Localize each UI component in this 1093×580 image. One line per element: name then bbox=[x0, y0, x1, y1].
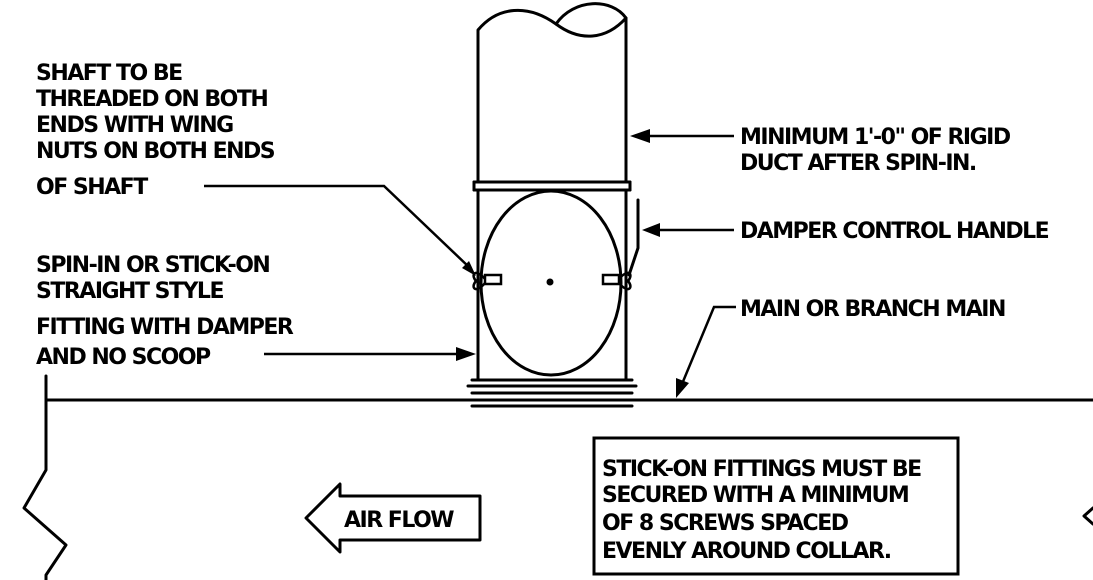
air-flow-label: AIR FLOW bbox=[344, 508, 454, 533]
fitting-note: SPIN-IN OR STICK-ON STRAIGHT STYLE FITTI… bbox=[36, 253, 295, 370]
fitting-note-line: AND NO SCOOP bbox=[36, 345, 211, 370]
rigid-duct-note-line: MINIMUM 1'-0" OF RIGID bbox=[740, 125, 1011, 150]
damper-blade bbox=[479, 189, 623, 377]
stick-on-note-line: EVENLY AROUND COLLAR. bbox=[602, 539, 891, 564]
shaft-note-line: SHAFT TO BE bbox=[36, 61, 182, 86]
damper-handle-leader bbox=[642, 223, 734, 237]
shaft-note-line: THREADED ON BOTH bbox=[36, 87, 267, 112]
stick-on-note-line: SECURED WITH A MINIMUM bbox=[602, 483, 908, 508]
shaft-note-leader bbox=[204, 184, 476, 276]
fitting-note-line: STRAIGHT STYLE bbox=[36, 279, 223, 304]
stick-on-note-line: STICK-ON FITTINGS MUST BE bbox=[602, 457, 921, 482]
air-flow-arrow: AIR FLOW bbox=[304, 482, 482, 554]
rigid-duct bbox=[476, 2, 628, 184]
fitting-note-line: FITTING WITH DAMPER bbox=[36, 315, 294, 340]
partial-arrow-icon bbox=[1082, 506, 1093, 526]
damper-shaft-center bbox=[546, 278, 554, 286]
shaft-note-line: ENDS WITH WING bbox=[36, 113, 233, 138]
shaft-note: SHAFT TO BE THREADED ON BOTH ENDS WITH W… bbox=[36, 61, 276, 200]
rigid-duct-leader bbox=[630, 129, 734, 143]
main-label: MAIN OR BRANCH MAIN bbox=[740, 297, 1005, 322]
damper-control-handle bbox=[627, 198, 640, 277]
right-wing-nut-icon bbox=[601, 271, 632, 291]
shaft-note-line: OF SHAFT bbox=[36, 175, 148, 200]
upper-collar-bands bbox=[472, 180, 632, 192]
break-line bbox=[22, 374, 68, 580]
shaft-note-line: NUTS ON BOTH ENDS bbox=[36, 139, 275, 164]
stick-on-note-line: OF 8 SCREWS SPACED bbox=[602, 511, 849, 536]
rigid-duct-note: MINIMUM 1'-0" OF RIGID DUCT AFTER SPIN-I… bbox=[740, 125, 1012, 176]
fitting-note-line: SPIN-IN OR STICK-ON bbox=[36, 253, 269, 278]
left-wing-nut-icon bbox=[472, 271, 503, 291]
main-leader bbox=[676, 305, 736, 398]
stick-on-note-box: STICK-ON FITTINGS MUST BE SECURED WITH A… bbox=[592, 436, 960, 576]
damper-handle-label: DAMPER CONTROL HANDLE bbox=[740, 219, 1049, 244]
fitting-note-leader bbox=[264, 347, 476, 361]
rigid-duct-note-line: DUCT AFTER SPIN-IN. bbox=[740, 151, 976, 176]
